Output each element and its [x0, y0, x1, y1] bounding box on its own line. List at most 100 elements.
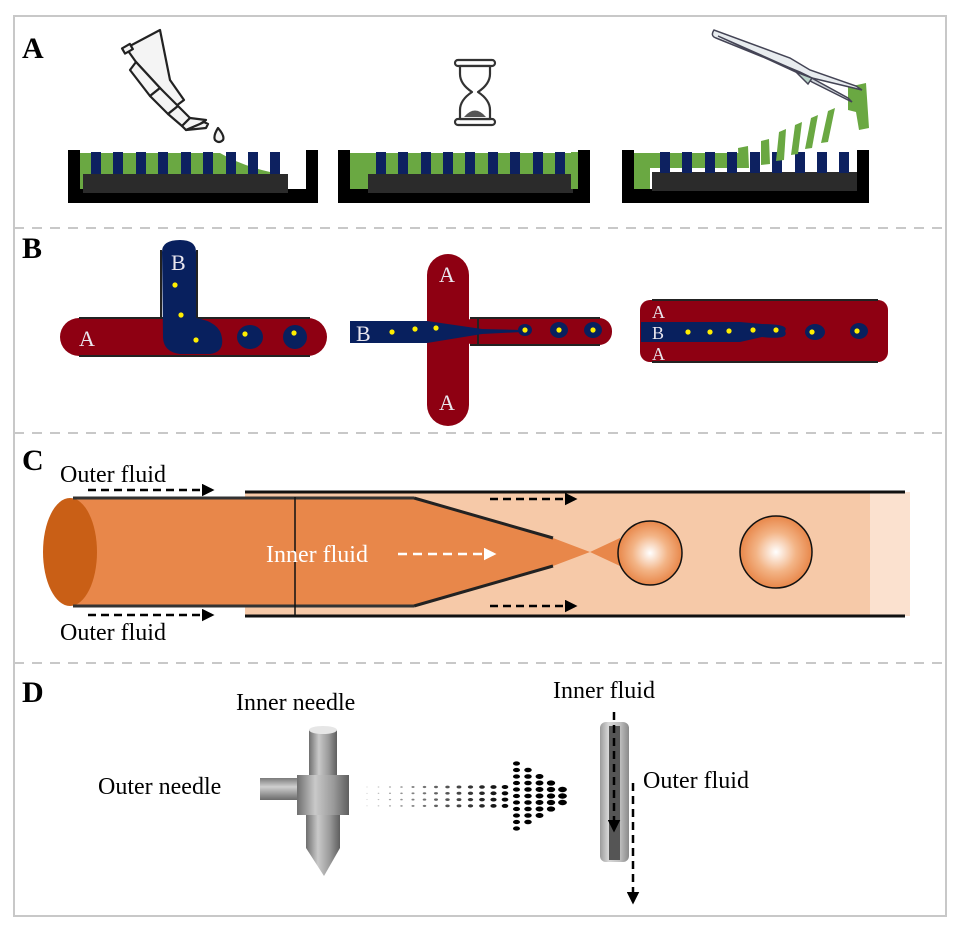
halftone-dot — [400, 786, 403, 788]
halftone-dot — [434, 798, 438, 801]
halftone-dot — [535, 813, 544, 818]
co-flow-label-a-bottom: A — [652, 344, 665, 364]
figure-border — [13, 15, 947, 917]
halftone-dot — [422, 785, 427, 789]
halftone-dot — [524, 800, 532, 805]
halftone-dot — [422, 804, 427, 807]
halftone-dot — [467, 804, 474, 808]
halftone-dot — [512, 767, 521, 773]
panel-c: C Outer fluid Outer fluid Inner fluid — [22, 444, 910, 646]
halftone-dot — [535, 793, 544, 799]
panel-label-a: A — [22, 32, 44, 65]
halftone-dot — [490, 804, 497, 808]
coaxial-tube-icon — [600, 712, 640, 905]
halftone-dot — [490, 797, 497, 802]
halftone-dot — [434, 785, 438, 789]
halftone-dot — [512, 761, 521, 766]
halftone-dot — [400, 805, 403, 807]
outer-fluid-label-d: Outer fluid — [643, 768, 749, 794]
tweezers-icon — [711, 29, 863, 103]
panel-label-d: D — [22, 676, 44, 709]
hourglass-icon — [453, 58, 497, 127]
co-flow-label-a-top: A — [652, 302, 665, 322]
halftone-dot — [445, 791, 450, 795]
halftone-dot — [546, 806, 556, 812]
panel-a: A — [22, 28, 869, 203]
halftone-dot — [558, 799, 567, 806]
t-junction-label-a: A — [79, 326, 95, 351]
halftone-dot — [512, 813, 521, 818]
halftone-dot — [524, 813, 532, 818]
halftone-dot — [524, 806, 532, 812]
halftone-dot — [422, 798, 427, 801]
halftone-dot — [479, 791, 485, 796]
pipette-icon — [120, 28, 225, 144]
halftone-dot — [558, 786, 567, 793]
halftone-dot — [546, 780, 556, 786]
halftone-dot — [411, 798, 415, 801]
halftone-dot — [490, 785, 497, 789]
halftone-dot — [366, 799, 368, 800]
halftone-dot — [377, 792, 380, 794]
panel-b: B A B — [22, 232, 888, 426]
halftone-dot — [434, 792, 438, 795]
halftone-dot — [501, 791, 509, 796]
co-flow-label-b: B — [652, 323, 664, 343]
halftone-dot — [445, 785, 450, 789]
t-junction-label-b: B — [171, 250, 186, 275]
halftone-dot — [490, 791, 497, 796]
halftone-dot — [535, 774, 544, 779]
halftone-dot — [524, 793, 532, 799]
flow-focusing-label-a-top: A — [439, 262, 455, 287]
halftone-dot — [456, 791, 462, 795]
halftone-dot — [524, 774, 532, 779]
halftone-dot — [366, 805, 368, 807]
droplet — [739, 515, 813, 589]
halftone-dot — [400, 792, 403, 795]
halftone-dot — [512, 806, 521, 812]
coaxial-needle-icon — [260, 726, 349, 876]
inner-fluid-label: Inner fluid — [266, 542, 368, 568]
halftone-dot — [546, 799, 556, 806]
halftone-dot — [512, 800, 521, 805]
halftone-dot — [388, 805, 392, 807]
halftone-dot — [456, 798, 462, 802]
halftone-dot — [388, 798, 392, 801]
co-flow-junction: A B A — [640, 299, 888, 364]
halftone-dot — [456, 804, 462, 808]
halftone-dot — [535, 806, 544, 812]
halftone-dot — [512, 787, 521, 792]
halftone-dot — [366, 786, 368, 788]
outer-fluid-label-top: Outer fluid — [60, 462, 166, 488]
halftone-dot — [434, 804, 438, 808]
mold-1 — [68, 150, 318, 203]
halftone-dot — [422, 792, 427, 795]
halftone-dot — [512, 793, 521, 799]
halftone-dot — [411, 786, 415, 788]
t-junction: A B — [60, 240, 327, 357]
halftone-dot — [445, 804, 450, 808]
panel-label-c: C — [22, 444, 44, 477]
halftone-dot — [377, 799, 380, 801]
halftone-dot — [400, 798, 403, 801]
flow-focusing-label-a-bottom: A — [439, 390, 455, 415]
halftone-dot — [524, 787, 532, 792]
panel-label-b: B — [22, 232, 42, 265]
halftone-dot — [388, 786, 392, 788]
droplet — [617, 520, 683, 586]
halftone-dot — [467, 785, 474, 789]
halftone-dot — [479, 804, 485, 808]
halftone-dot — [558, 793, 567, 799]
halftone-dot — [512, 826, 521, 831]
halftone-dot — [467, 791, 474, 795]
outer-needle-label: Outer needle — [98, 774, 221, 800]
halftone-dot — [377, 805, 380, 807]
halftone-dot — [512, 819, 521, 825]
halftone-dot — [524, 780, 532, 786]
panel-d: D Inner needle Outer needle Inner fluid … — [22, 676, 749, 905]
halftone-dot — [479, 785, 485, 789]
halftone-dot — [411, 792, 415, 795]
mold-2 — [338, 150, 590, 203]
dotted-arrow — [366, 761, 567, 831]
